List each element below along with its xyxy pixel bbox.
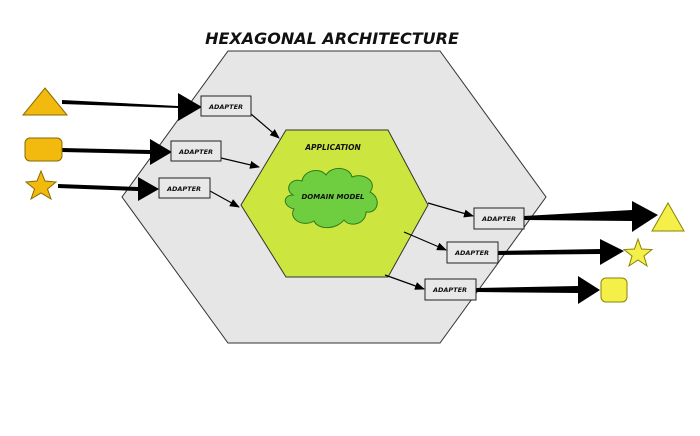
connector-out-1 (427, 202, 474, 218)
adapter-label: ADAPTER (481, 215, 516, 223)
adapter-out-1: ADAPTER (473, 207, 525, 230)
adapter-label: ADAPTER (166, 185, 201, 193)
adapter-out-3: ADAPTER (424, 278, 477, 301)
adapter-out-2: ADAPTER (446, 241, 499, 264)
input-rounded-square-icon (24, 137, 63, 162)
adapter-label: ADAPTER (454, 249, 489, 257)
diagram-title: HEXAGONAL ARCHITECTURE (205, 29, 459, 48)
connector-in-1 (250, 113, 280, 139)
connector-out-3 (384, 274, 425, 290)
output-rounded-square-icon (600, 277, 628, 303)
adapter-label: ADAPTER (178, 148, 213, 156)
adapter-label: ADAPTER (208, 103, 243, 111)
input-arrows (58, 93, 202, 201)
output-star-icon (622, 237, 654, 268)
output-arrow-3 (476, 276, 600, 304)
connector-arrows (209, 113, 474, 290)
input-triangle-icon (21, 87, 69, 116)
output-arrows (476, 201, 658, 304)
output-arrow-1 (524, 201, 658, 232)
domain-model-cloud (284, 168, 378, 229)
domain-model-label: DOMAIN MODEL (301, 193, 364, 201)
input-arrow-2 (62, 139, 172, 165)
connector-out-2 (403, 231, 447, 251)
connector-in-3 (209, 190, 240, 208)
output-triangle-icon (651, 201, 685, 232)
adapter-in-2: ADAPTER (170, 140, 222, 162)
connector-in-2 (220, 157, 260, 169)
output-arrow-2 (498, 239, 624, 265)
input-star-icon (24, 169, 58, 201)
adapter-in-1: ADAPTER (200, 95, 252, 117)
input-arrow-3 (58, 177, 159, 201)
input-arrow-1 (62, 93, 202, 121)
adapter-label: ADAPTER (432, 286, 467, 294)
application-label: APPLICATION (304, 143, 361, 152)
adapter-in-3: ADAPTER (158, 177, 211, 199)
